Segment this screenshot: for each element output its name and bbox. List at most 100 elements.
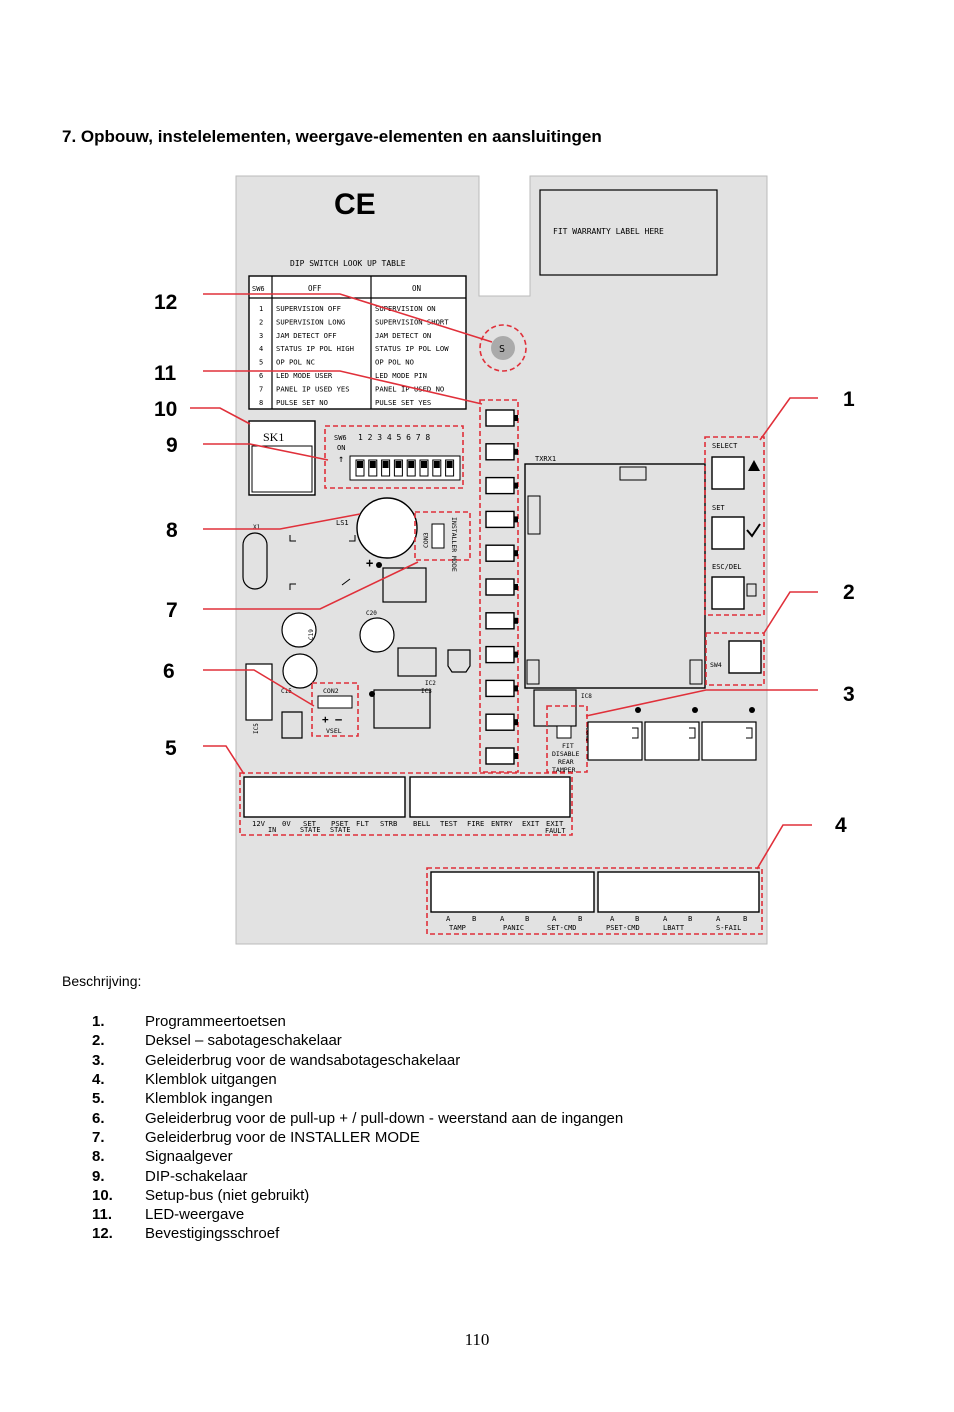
list-item-number: 7. <box>92 1128 105 1146</box>
output-terminal-area <box>426 867 763 935</box>
list-item-number: 8. <box>92 1148 105 1166</box>
dip-row-off: LED MODE USER <box>276 371 333 380</box>
select-label: SELECT <box>712 442 738 450</box>
dip-row-on: PULSE SET YES <box>375 398 431 407</box>
sw6-on: ON <box>337 444 345 452</box>
led-indicator <box>485 713 515 731</box>
list-item-number: 6. <box>92 1109 105 1127</box>
installer-mode-label: INSTALLER MODE <box>450 517 458 572</box>
input-terminal-sublabel: IN <box>268 826 276 834</box>
sk1-label: SK1 <box>263 430 284 444</box>
dip-row-number: 6 <box>259 372 263 380</box>
esc-bin-icon <box>746 583 757 597</box>
callout-8: 8 <box>166 519 178 542</box>
rear-label: REAR <box>558 758 574 766</box>
list-item: 9.DIP-schakelaar <box>92 1166 623 1185</box>
vsel-label: VSEL <box>326 727 342 735</box>
callout-1: 1 <box>843 388 855 411</box>
dip-switch-area <box>324 425 464 489</box>
output-terminal-ab: A <box>446 914 451 923</box>
tamper-switch-area <box>705 632 765 686</box>
ce-mark: CE <box>334 188 376 221</box>
list-item-text: Setup-bus (niet gebruikt) <box>145 1186 310 1204</box>
callout-7: 7 <box>166 599 178 622</box>
dip-switch-body <box>349 455 461 481</box>
callout-4: 4 <box>835 814 847 837</box>
list-item: 2.Deksel – sabotageschakelaar <box>92 1031 623 1050</box>
output-terminal-ab: B <box>578 914 582 923</box>
ls1-label: LS1 <box>336 519 349 527</box>
dip-row-on: OP POL NO <box>375 358 414 367</box>
dip-row-off: OP POL NC <box>276 358 315 367</box>
led-indicator <box>485 578 515 596</box>
set-label: SET <box>712 504 725 512</box>
con3-label: CON3 <box>422 532 430 548</box>
callout-10: 10 <box>154 398 177 421</box>
dip-row-on: JAM DETECT ON <box>375 331 431 340</box>
description-label: Beschrijving: <box>62 973 142 989</box>
list-item-number: 12. <box>92 1225 113 1243</box>
c19-label: C19 <box>308 629 315 640</box>
list-item-number: 1. <box>92 1013 105 1031</box>
capacitor-c20 <box>359 617 395 653</box>
input-terminal-label: FIRE <box>467 819 484 828</box>
output-terminal-label: LBATT <box>663 924 685 932</box>
output-terminal-ab: B <box>525 914 529 923</box>
input-terminal-label: PSET <box>331 819 349 828</box>
dip-row-off: PULSE SET NO <box>276 398 328 407</box>
callout-2: 2 <box>843 581 855 604</box>
list-item: 5.Klemblok ingangen <box>92 1089 623 1108</box>
c15-label: C15 <box>281 688 292 695</box>
callout-11: 11 <box>154 362 177 385</box>
x1-label: X1 <box>253 524 261 531</box>
screw-label: S <box>499 344 505 355</box>
ic2 <box>397 647 437 677</box>
dip-header-off: OFF <box>308 284 322 293</box>
dip-header-on: ON <box>412 284 421 293</box>
input-terminal-label: SET <box>303 819 317 828</box>
output-terminal-ab: A <box>552 914 557 923</box>
main-module <box>524 463 706 689</box>
input-terminal-sublabel: FAULT <box>545 827 565 835</box>
list-item: 12. Bevestigingsschroef <box>92 1224 623 1243</box>
list-item: 6.Geleiderbrug voor de pull-up + / pull-… <box>92 1108 623 1127</box>
set-button <box>711 516 745 550</box>
svg-text:+ –: + – <box>322 713 342 726</box>
output-terminal-label: PANIC <box>503 924 524 932</box>
installer-mode-jumper-area <box>414 511 471 561</box>
led-indicator <box>485 612 515 630</box>
dip-row-off: SUPERVISION LONG <box>276 317 345 326</box>
output-terminal-label: SET-CMD <box>547 924 577 932</box>
capacitor-c15 <box>282 653 318 689</box>
tamper-label: TAMPER <box>552 766 576 774</box>
dip-row-number: 1 <box>259 305 263 313</box>
led-indicator <box>485 747 515 765</box>
list-item-number: 11. <box>92 1206 113 1224</box>
led-indicator <box>485 476 515 495</box>
dip-row-number: 4 <box>259 345 263 353</box>
list-item-text: Signaalgever <box>145 1148 233 1166</box>
list-item-number: 10. <box>92 1186 113 1204</box>
list-item-text: Geleiderbrug voor de INSTALLER MODE <box>145 1128 420 1146</box>
con2-label: CON2 <box>323 687 339 695</box>
dip-row-number: 5 <box>259 359 263 367</box>
dip-header-sw6: SW6 <box>252 285 265 293</box>
page-heading: 7. Opbouw, instelelementen, weergave-ele… <box>62 127 602 146</box>
dip-row-on: STATUS IP POL LOW <box>375 344 449 353</box>
dip-row-off: STATUS IP POL HIGH <box>276 344 354 353</box>
list-item-text: Bevestigingsschroef <box>145 1225 280 1243</box>
fixing-screw <box>491 336 515 360</box>
dip-row-off: PANEL IP USED YES <box>276 384 350 393</box>
led-indicator <box>485 443 515 461</box>
dip-row-number: 2 <box>259 318 263 326</box>
list-item-text: Geleiderbrug voor de wandsabotageschakel… <box>145 1051 461 1069</box>
warranty-label-box <box>539 189 718 276</box>
input-terminal-area <box>239 772 573 836</box>
dip-table-title: DIP SWITCH LOOK UP TABLE <box>290 259 406 268</box>
callout-3: 3 <box>843 683 855 706</box>
output-terminal-ab: B <box>688 914 692 923</box>
circuit-board-diagram: CE FIT WARRANTY LABEL HERE DIP SWITCH LO… <box>154 175 855 945</box>
capacitor-c19 <box>281 612 317 648</box>
input-terminal-label: 0V <box>282 819 291 828</box>
